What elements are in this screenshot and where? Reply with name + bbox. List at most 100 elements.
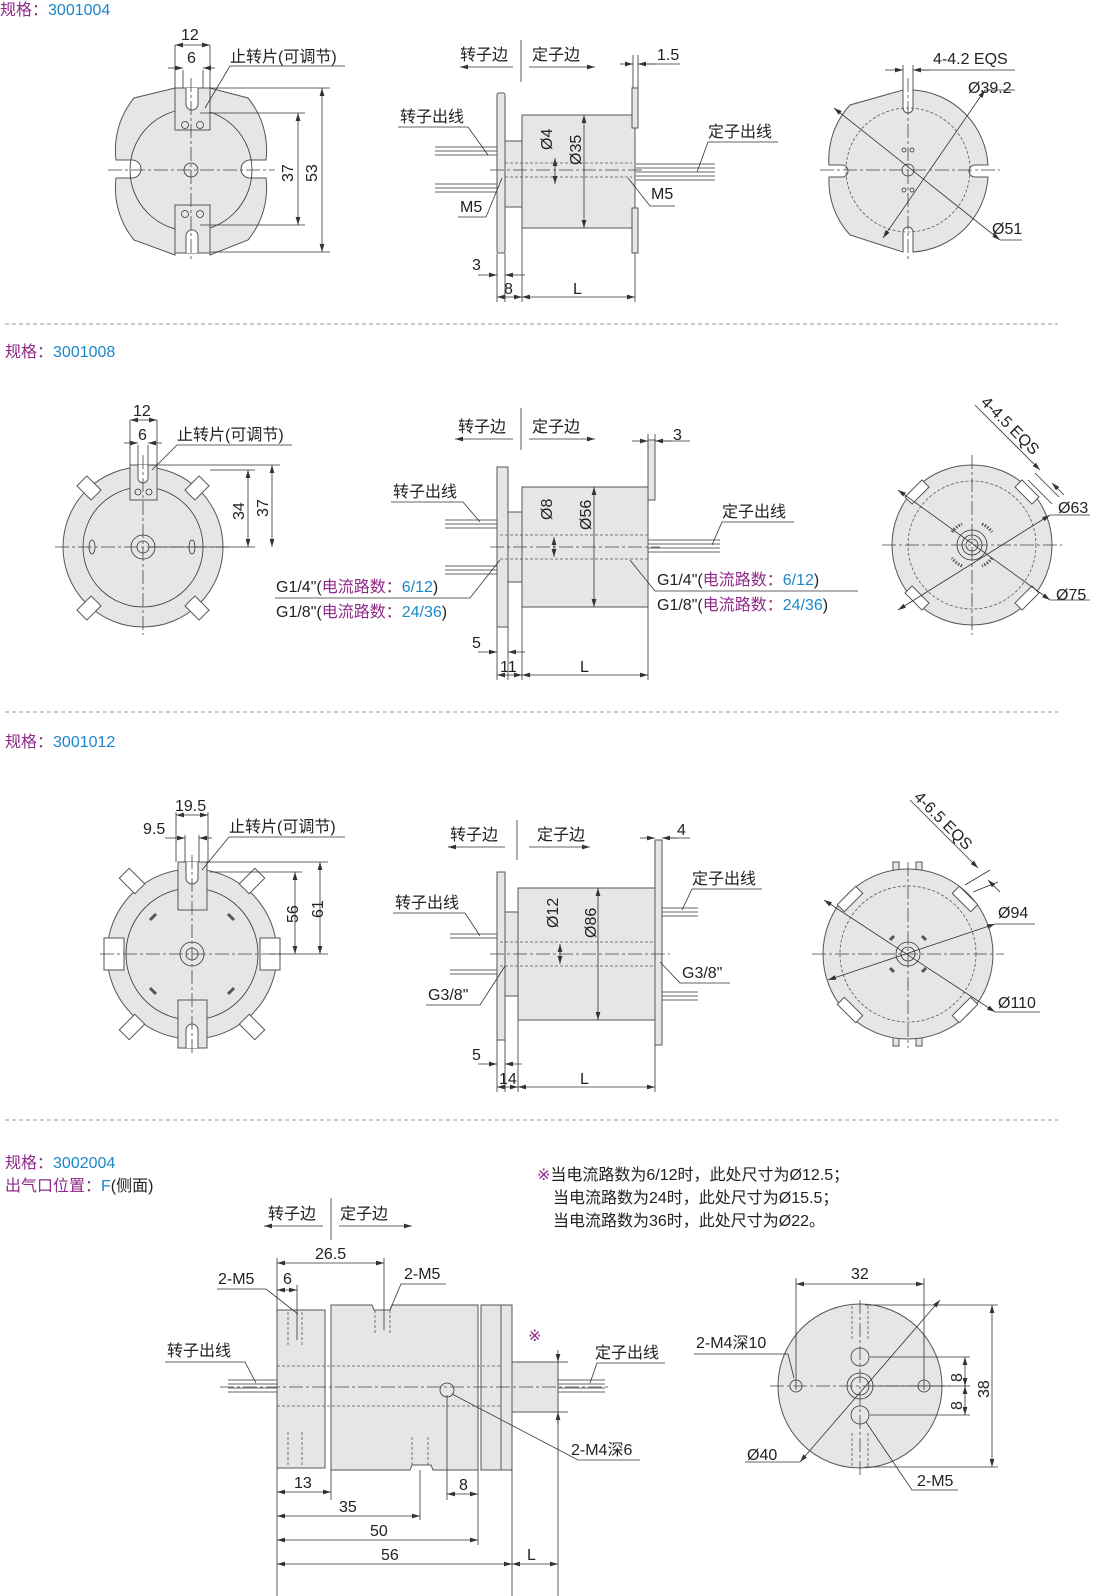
dim-12: 12 bbox=[133, 403, 151, 420]
dia-94: Ø94 bbox=[998, 905, 1028, 922]
dia-39-2: Ø39.2 bbox=[968, 80, 1012, 97]
rotor-wires bbox=[435, 146, 715, 193]
dia-4: Ø4 bbox=[539, 129, 556, 150]
dia-12: Ø12 bbox=[545, 898, 562, 928]
rotor-wire-label: 转子出线 bbox=[167, 1342, 231, 1360]
dim-34: 34 bbox=[231, 502, 248, 520]
side-view: 转子边 定子边 26.5 2-M5 6 2-M5 转子出线 定子出线 ※ 2-M… bbox=[165, 1198, 665, 1596]
note-line: 当电流路数为36时，此处尺寸为Ø22。 bbox=[553, 1212, 825, 1230]
dim-38: 38 bbox=[976, 1380, 993, 1398]
port-label: G1/8"(电流路数：24/36) bbox=[276, 603, 447, 621]
dim-26-5: 26.5 bbox=[315, 1246, 346, 1263]
rotor-wire-label: 转子出线 bbox=[400, 108, 464, 126]
stator-wire-label: 定子出线 bbox=[692, 870, 756, 888]
dia-51: Ø51 bbox=[992, 221, 1022, 238]
dia-63: Ø63 bbox=[1058, 500, 1088, 517]
dim-6: 6 bbox=[138, 427, 147, 444]
rotor-side-label: 转子边 bbox=[268, 1205, 316, 1223]
rotor-wire-label: 转子出线 bbox=[395, 894, 459, 912]
dim-5: 5 bbox=[472, 635, 481, 652]
port-circuits-value: 6/12 bbox=[783, 572, 814, 589]
dim-50: 50 bbox=[370, 1523, 388, 1540]
spec-title: 规格：3002004 bbox=[5, 1154, 115, 1172]
spec-value: 3001012 bbox=[53, 734, 115, 751]
stator-side-label: 定子边 bbox=[532, 46, 580, 64]
dia-35: Ø35 bbox=[568, 135, 585, 165]
port-close: ) bbox=[442, 604, 447, 621]
stator-wire-label: 定子出线 bbox=[595, 1344, 659, 1362]
m4-depth6-label: 2-M4深6 bbox=[571, 1441, 632, 1459]
side-view: 转子边 定子边 4 转子出线 定子出线 Ø12 Ø86 G3/8" G3/8" … bbox=[393, 820, 762, 1092]
end-view: 32 2-M4深10 8 8 38 Ø40 2-M5 bbox=[694, 1266, 998, 1491]
g38-right-label: G3/8" bbox=[682, 965, 722, 982]
dia-110: Ø110 bbox=[998, 995, 1036, 1012]
g38-left-label: G3/8" bbox=[428, 987, 468, 1004]
dia-56: Ø56 bbox=[578, 500, 595, 530]
dim-61: 61 bbox=[310, 900, 327, 918]
port-label: G1/4"(电流路数：6/12) bbox=[276, 578, 438, 596]
dim-13: 13 bbox=[294, 1475, 312, 1492]
outlet-note: (侧面) bbox=[111, 1177, 154, 1195]
port-close: ) bbox=[433, 579, 438, 596]
m4-depth10-label: 2-M4深10 bbox=[696, 1334, 766, 1352]
stop-plate-label: 止转片(可调节) bbox=[177, 426, 284, 444]
note-line: 当电流路数为24时，此处尺寸为Ø15.5； bbox=[553, 1189, 838, 1207]
rotor-wire-label: 转子出线 bbox=[393, 483, 457, 501]
stop-plate-label: 止转片(可调节) bbox=[229, 818, 336, 836]
port-thread: G1/8"( bbox=[276, 604, 322, 621]
dim-12: 12 bbox=[181, 27, 199, 44]
end-view: 4-6.5 EQS Ø94 Ø110 bbox=[812, 789, 1040, 1048]
dim-L: L bbox=[580, 1071, 589, 1088]
dim-3: 3 bbox=[472, 257, 481, 274]
dia-86: Ø86 bbox=[583, 908, 600, 938]
dia-40: Ø40 bbox=[747, 1447, 777, 1464]
outlet-position: 出气口位置：F(侧面) bbox=[5, 1177, 153, 1195]
spec-title: 规格：3001008 bbox=[5, 343, 115, 361]
port-thread: G1/8"( bbox=[657, 597, 703, 614]
port-thread: G1/4"( bbox=[276, 579, 322, 596]
dim-6: 6 bbox=[283, 1271, 292, 1288]
dim-L: L bbox=[580, 659, 589, 676]
eqs-label: 4-6.5 EQS bbox=[910, 789, 975, 854]
outlet-label: 出气口位置： bbox=[5, 1177, 101, 1195]
front-view: 12 6 止转片(可调节) 34 37 bbox=[55, 403, 292, 635]
spec-title: 规格：3001004 bbox=[0, 1, 110, 19]
front-view: 12 6 止转片(可调节) 37 53 bbox=[108, 27, 345, 262]
port-circuits-label: 电流路数： bbox=[703, 596, 783, 614]
port-labels-left: G1/4"(电流路数：6/12) G1/8"(电流路数：24/36) bbox=[275, 559, 501, 621]
spec-value: 3001008 bbox=[53, 344, 115, 361]
dim-9-5: 9.5 bbox=[143, 821, 165, 838]
section-3002004: 规格：3002004 出气口位置：F(侧面) ※当电流路数为6/12时，此处尺寸… bbox=[5, 1154, 998, 1596]
dia-75: Ø75 bbox=[1056, 587, 1086, 604]
dim-56: 56 bbox=[381, 1547, 399, 1564]
spec-title: 规格：3001012 bbox=[5, 733, 115, 751]
spec-label: 规格： bbox=[5, 1154, 53, 1172]
port-label: G1/4"(电流路数：6/12) bbox=[657, 571, 819, 589]
dim-L: L bbox=[573, 281, 582, 298]
stop-plate-label: 止转片(可调节) bbox=[230, 48, 337, 66]
spec-value: 3002004 bbox=[53, 1155, 115, 1172]
spec-value: 3001004 bbox=[48, 2, 110, 19]
section-3001008: 规格：3001008 12 6 止转片(可调节) 34 37 转子边 定子边 3… bbox=[5, 343, 1090, 680]
eqs-label: 4-4.2 EQS bbox=[933, 51, 1008, 68]
port-label: G1/8"(电流路数：24/36) bbox=[657, 596, 828, 614]
m5-right-label: M5 bbox=[651, 186, 673, 203]
end-view: 4-4.5 EQS Ø63 Ø75 bbox=[882, 394, 1090, 635]
section-3001012: 规格：3001012 19.5 9.5 止转片(可调节) 56 61 转子边 定… bbox=[5, 733, 1040, 1092]
port-close: ) bbox=[814, 572, 819, 589]
dim-11: 11 bbox=[500, 659, 517, 676]
stator-wire-label: 定子出线 bbox=[708, 123, 772, 141]
stator-side-label: 定子边 bbox=[532, 418, 580, 436]
dim-53: 53 bbox=[304, 164, 321, 182]
note-line: ※当电流路数为6/12时，此处尺寸为Ø12.5； bbox=[537, 1166, 849, 1184]
section-3001004: 规格：3001004 12 6 止转片(可调节) 37 53 转子边 定子边 1… bbox=[0, 1, 1022, 302]
front-view: 19.5 9.5 止转片(可调节) 56 61 bbox=[100, 798, 345, 1055]
port-thread: G1/4"( bbox=[657, 572, 703, 589]
rotor-side-label: 转子边 bbox=[458, 418, 506, 436]
port-circuits-value: 6/12 bbox=[402, 579, 433, 596]
stator-side-label: 定子边 bbox=[537, 826, 585, 844]
m5-label-a: 2-M5 bbox=[218, 1271, 255, 1288]
dim-35: 35 bbox=[339, 1499, 357, 1516]
side-view: 转子边 定子边 1.5 转子出线 定子出线 Ø4 Ø35 M5 M5 3 8 L bbox=[398, 40, 778, 302]
